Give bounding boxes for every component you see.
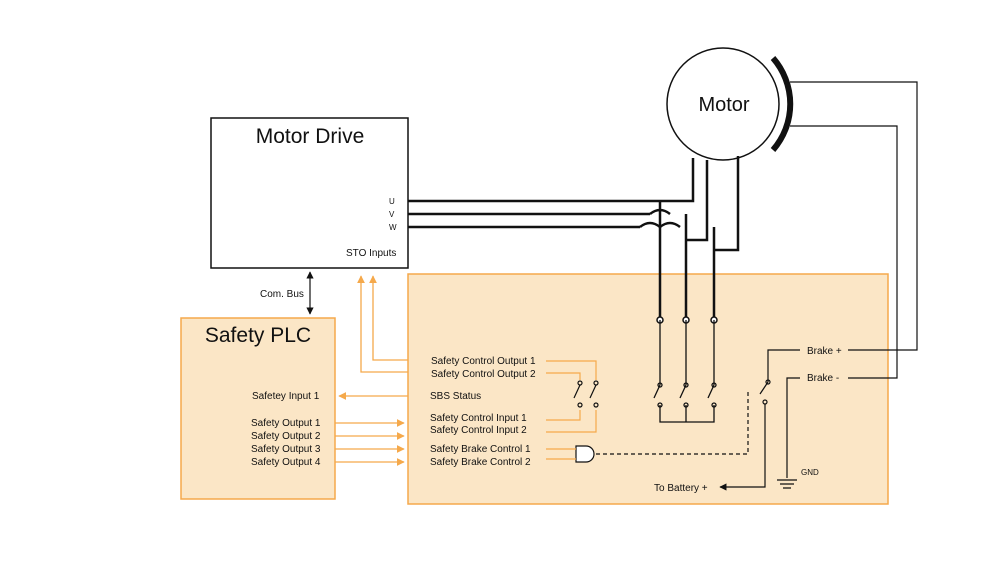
- brake-minus-label: Brake -: [807, 373, 839, 384]
- brake-control-1-label: Safety Brake Control 1: [430, 444, 531, 455]
- safety-plc-title: Safety PLC: [205, 324, 311, 347]
- battery-label: To Battery +: [654, 483, 708, 494]
- motor-brake-arc: [770, 56, 794, 152]
- sbs-status-contacts: [573, 380, 599, 408]
- brake-control-dashed: [596, 392, 749, 455]
- phase-contactors: [653, 320, 717, 423]
- safety-plc-box: [180, 317, 336, 500]
- plc-input-label: Safetey Input 1: [252, 391, 320, 402]
- plc-output-2-label: Safety Output 2: [251, 431, 321, 442]
- control-output-2-label: Safety Control Output 2: [431, 369, 536, 380]
- brake-plus-label: Brake +: [807, 346, 842, 357]
- sbs-internal-wires: [546, 360, 597, 460]
- sto-inputs-label: STO Inputs: [346, 248, 396, 259]
- control-input-2-label: Safety Control Input 2: [430, 425, 527, 436]
- motor-drive-title: Motor Drive: [256, 125, 365, 148]
- plc-relay-wires: [335, 392, 408, 466]
- phase-v-label: V: [389, 210, 395, 219]
- motor-drive-box: [210, 117, 409, 269]
- sto-wires: [357, 275, 408, 373]
- safety-relay-box: [407, 273, 889, 505]
- brake-wire-plus: [790, 81, 918, 351]
- phase-wires: [408, 156, 740, 320]
- control-input-1-label: Safety Control Input 1: [430, 413, 527, 424]
- phase-u-label: U: [389, 197, 395, 206]
- plc-output-4-label: Safety Output 4: [251, 457, 321, 468]
- motor-circle: [666, 47, 780, 161]
- gnd-label: GND: [801, 468, 819, 477]
- brake-switch: [719, 349, 800, 491]
- motor-label: Motor: [698, 94, 749, 116]
- plc-output-3-label: Safety Output 3: [251, 444, 321, 455]
- and-gate: [575, 445, 595, 463]
- control-output-1-label: Safety Control Output 1: [431, 356, 536, 367]
- phase-w-label: W: [389, 223, 397, 232]
- brake-wire-minus: [790, 125, 898, 379]
- brake-control-2-label: Safety Brake Control 2: [430, 457, 531, 468]
- plc-output-1-label: Safety Output 1: [251, 418, 321, 429]
- sbs-status-label: SBS Status: [430, 391, 481, 402]
- com-bus-label: Com. Bus: [260, 289, 304, 300]
